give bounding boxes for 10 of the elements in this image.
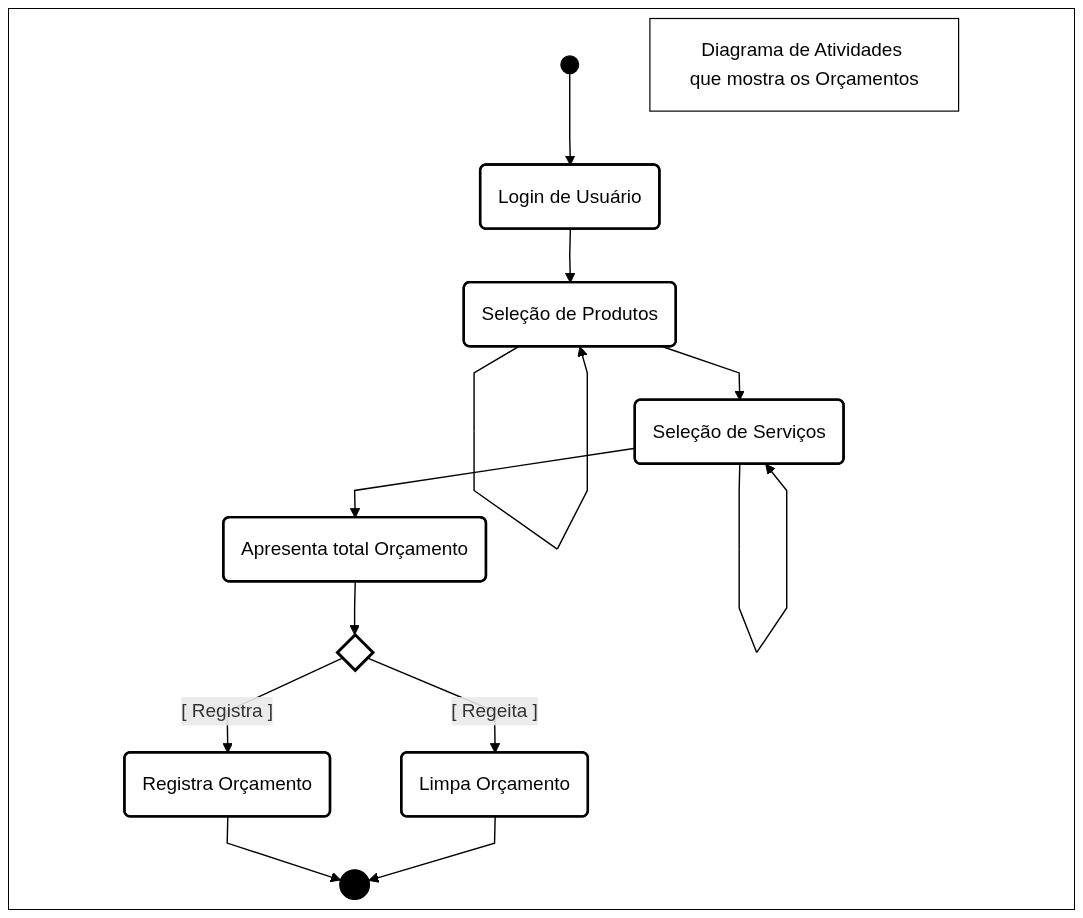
node-diamond — [335, 632, 376, 673]
node-circle — [560, 55, 580, 75]
edge-label: [ Regeita ] — [451, 700, 538, 721]
arrow — [368, 816, 496, 883]
arrow — [226, 816, 341, 883]
activity-diagram: Diagrama de Atividades que mostra os Orçamentos Login de Usuário Seleção de Produtos Seleção de Serviços Apresenta total Orçamento [ Registra ] [ Regeita ] Registra Orçamento Limpa Orçamento — [9, 9, 1074, 909]
node-box — [649, 17, 960, 112]
edge-label: [ Registra ] — [181, 700, 274, 721]
arrow — [349, 581, 360, 636]
node-circle — [339, 869, 371, 901]
